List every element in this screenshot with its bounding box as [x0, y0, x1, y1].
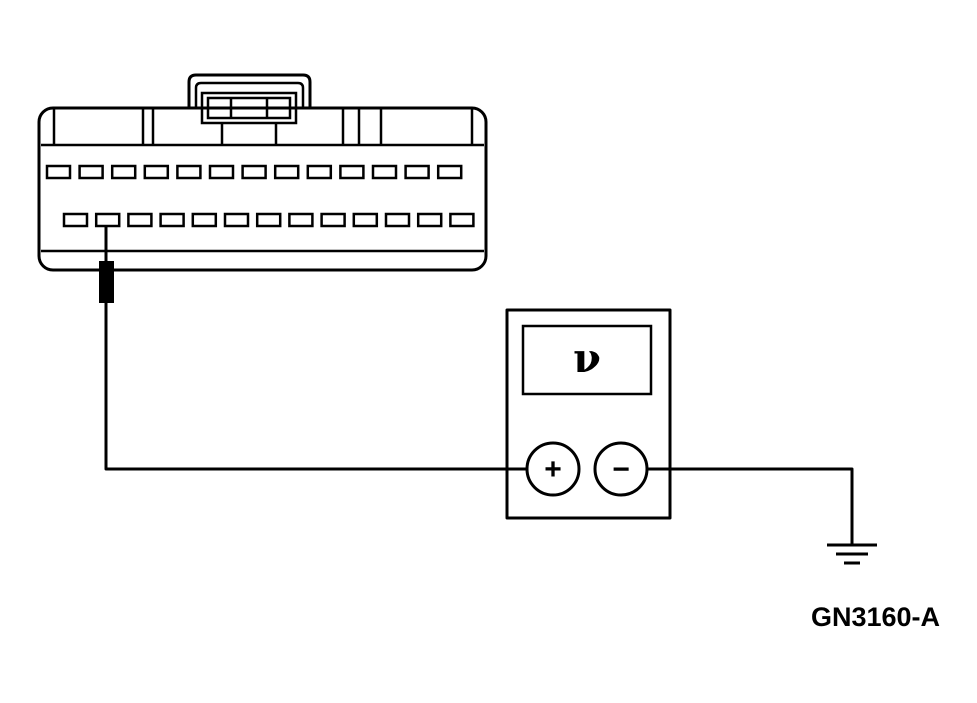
- connector-housing: [37, 106, 488, 272]
- lower-row-pin-13[interactable]: [449, 212, 475, 228]
- positive-lead-wire: [104, 303, 526, 471]
- upper-row-pin-9[interactable]: [306, 164, 333, 180]
- lower-row-pin-11[interactable]: [384, 212, 411, 228]
- negative-lead-wire: [647, 467, 854, 545]
- upper-row-pin-11[interactable]: [371, 164, 398, 180]
- connector-latch: [187, 73, 312, 108]
- upper-row-pin-5[interactable]: [176, 164, 202, 180]
- upper-row-pin-6[interactable]: [208, 164, 235, 180]
- positive-terminal-label: +: [544, 453, 562, 486]
- lower-row-pin-8[interactable]: [288, 212, 314, 228]
- lower-row-pin-7[interactable]: [255, 212, 282, 228]
- positive-terminal[interactable]: [525, 441, 581, 497]
- lower-row-pin-5[interactable]: [191, 212, 218, 228]
- lower-row-pin-2[interactable]: [94, 212, 121, 228]
- upper-row-pin-2[interactable]: [78, 164, 104, 180]
- upper-row-pin-8[interactable]: [273, 164, 300, 180]
- voltmeter-display: [521, 324, 653, 396]
- lower-row-pin-3[interactable]: [127, 212, 153, 228]
- voltmeter-body: [505, 308, 672, 520]
- lower-row-pin-10[interactable]: [352, 212, 379, 228]
- lower-pin-row: [62, 212, 475, 228]
- upper-row-pin-3[interactable]: [110, 164, 137, 180]
- ground-symbol: [827, 543, 877, 565]
- upper-row-pin-13[interactable]: [436, 164, 463, 180]
- connector: [37, 73, 488, 272]
- lower-row-pin-6[interactable]: [223, 212, 250, 228]
- upper-pin-row: [45, 164, 463, 180]
- upper-row-pin-12[interactable]: [404, 164, 430, 180]
- upper-row-pin-4[interactable]: [143, 164, 170, 180]
- lower-row-pin-1[interactable]: [62, 212, 89, 228]
- probe-tip[interactable]: [99, 261, 114, 303]
- voltmeter: ν + −: [505, 308, 672, 520]
- lower-row-pin-12[interactable]: [416, 212, 443, 228]
- lower-row-pin-9[interactable]: [320, 212, 346, 228]
- probe[interactable]: [99, 226, 114, 303]
- figure-id: GN3160-A: [811, 602, 940, 632]
- negative-terminal-label: −: [612, 453, 630, 486]
- upper-row-pin-10[interactable]: [339, 164, 365, 180]
- lower-row-pin-4[interactable]: [159, 212, 185, 228]
- display-symbol: ν: [573, 335, 601, 382]
- upper-row-pin-7[interactable]: [241, 164, 267, 180]
- upper-row-pin-1[interactable]: [45, 164, 72, 180]
